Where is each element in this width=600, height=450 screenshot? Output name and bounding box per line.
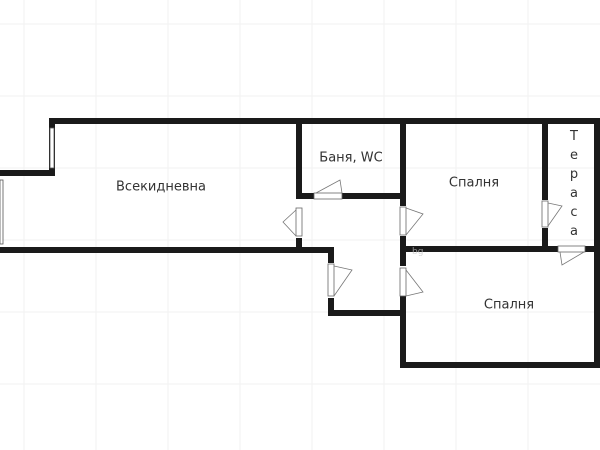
wall-top-living: [49, 118, 300, 124]
wall-bedroom-divider: [400, 246, 558, 252]
wall-hall-bottom: [328, 310, 406, 316]
door-bedroom1-swing: [405, 207, 424, 236]
wall-bath-bedroom: [400, 118, 406, 206]
wall-step-horizontal: [0, 170, 55, 176]
door-terrace-bedroom2: [557, 245, 586, 253]
wall-terrace-divider-right: [585, 246, 600, 252]
wall-hall-left-bottom: [328, 298, 334, 316]
room-label-bedroom1: Спалня: [448, 175, 500, 191]
wall-bedroom-terrace-low: [542, 228, 548, 252]
walls: [0, 118, 600, 368]
door-terrace: [541, 200, 549, 228]
door-bath: [313, 192, 343, 200]
door-bedroom1: [399, 206, 407, 236]
wall-hall-right-low: [400, 296, 406, 368]
door-bedroom2: [399, 267, 407, 297]
door-bedroom2-swing: [405, 269, 424, 297]
window-living-left: [0, 179, 4, 245]
room-label-bedroom2: Спалня: [483, 297, 535, 313]
doors: [282, 179, 586, 297]
wall-bath-bottom: [296, 193, 406, 199]
door-hall-lower: [327, 263, 335, 297]
door-living: [295, 207, 303, 237]
wall-right-outer: [594, 118, 600, 368]
room-label-bath: Баня, WC: [319, 150, 383, 166]
room-label-terrace: Тераса: [569, 129, 579, 239]
door-terrace-bedroom2-swing: [559, 251, 585, 266]
wall-hall-left-low: [328, 247, 334, 263]
room-label-living: Всекидневна: [116, 179, 206, 195]
wall-top-right: [296, 118, 600, 124]
wall-living-hall-lower: [296, 238, 302, 253]
wall-bottom-living: [0, 247, 334, 253]
door-hall-lower-swing: [333, 265, 353, 297]
window-step: [49, 127, 55, 169]
windows: [0, 127, 55, 245]
wall-bedroom-terrace: [542, 118, 548, 200]
door-bath-swing: [315, 179, 343, 194]
door-living-swing: [282, 209, 297, 237]
door-terrace-swing: [547, 202, 563, 227]
wall-living-hall: [296, 118, 302, 198]
watermark: bg: [412, 247, 424, 257]
wall-bedroom2-bottom: [400, 362, 600, 368]
